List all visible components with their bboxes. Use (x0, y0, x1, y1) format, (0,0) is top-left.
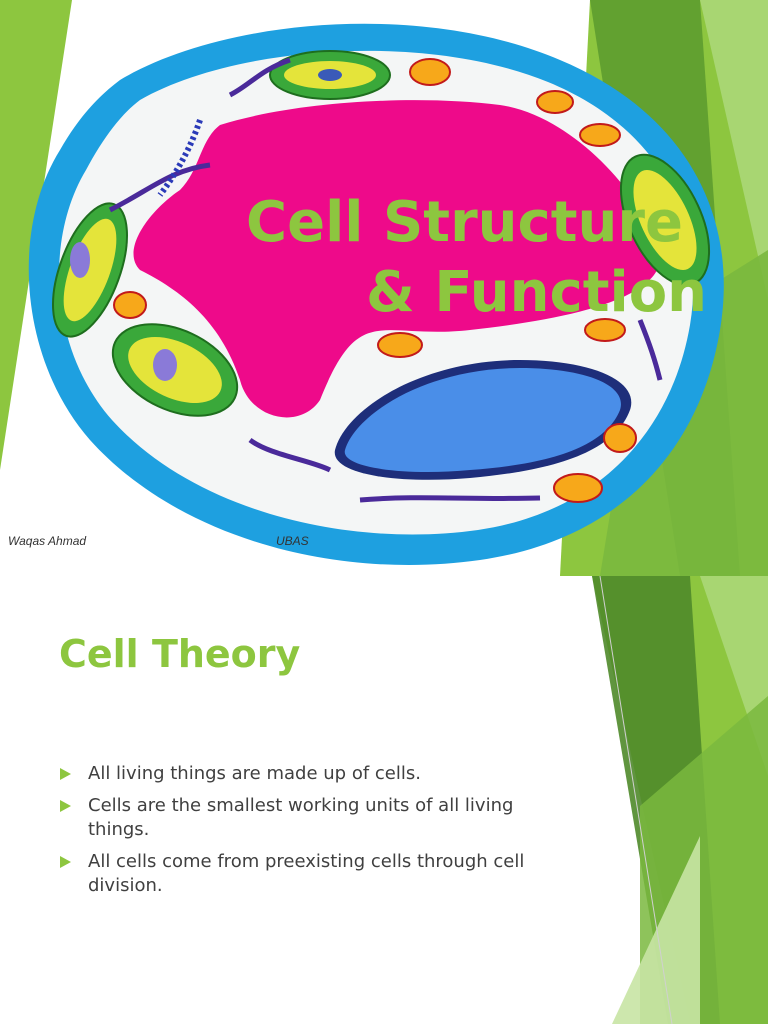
title-line-2: & Function (366, 260, 708, 325)
bullet-text: Cells are the smallest working units of … (88, 795, 514, 840)
slide-title: Cell Structure & Function Waqas Ahmad UB… (0, 0, 768, 576)
bullet-list: All living things are made up of cells. … (60, 762, 580, 906)
presentation-title: Cell Structure & Function (246, 188, 766, 328)
author-footer: Waqas Ahmad (8, 534, 87, 548)
right-light-green-shape (700, 0, 768, 300)
institution-footer: UBAS (276, 534, 309, 548)
slide-cell-theory: Cell Theory All living things are made u… (0, 576, 768, 1024)
bullet-item: Cells are the smallest working units of … (60, 794, 580, 842)
slide1-decoration (0, 0, 768, 576)
bullet-triangle-icon (60, 856, 71, 868)
bullet-triangle-icon (60, 768, 71, 780)
bullet-text: All cells come from preexisting cells th… (88, 851, 525, 896)
slide2-decoration (592, 576, 768, 1024)
right-pale-green-shape (612, 836, 700, 1024)
slide-title: Cell Theory (59, 632, 301, 676)
bullet-text: All living things are made up of cells. (88, 763, 421, 784)
plant-cell-diagram (28, 23, 724, 566)
title-line-1: Cell Structure (246, 190, 683, 255)
bullet-item: All living things are made up of cells. (60, 762, 580, 786)
bullet-triangle-icon (60, 800, 71, 812)
bullet-item: All cells come from preexisting cells th… (60, 850, 580, 898)
